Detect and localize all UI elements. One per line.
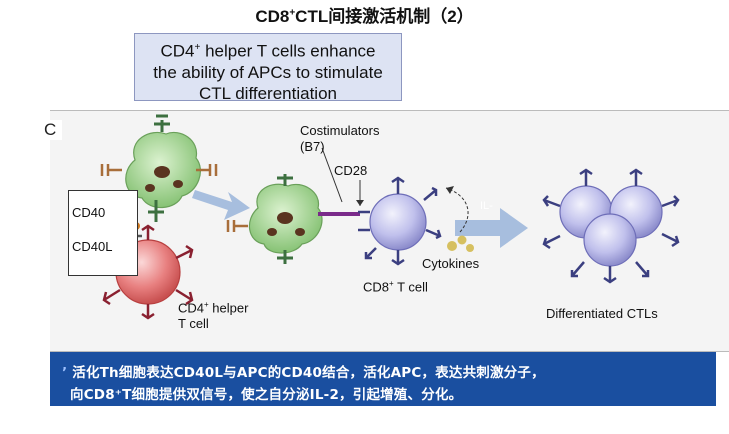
- panel-letter: C: [44, 120, 62, 140]
- autocrine-arrow: [445, 187, 469, 233]
- slide-title: CD8+CTL间接激活机制（2）: [255, 7, 474, 26]
- process-arrow-1: [192, 190, 250, 220]
- cytokine-dots: [447, 235, 474, 252]
- label-cd4-helper: CD4+ helper: [178, 300, 249, 316]
- callout-line-1: CD4+ helper T cells enhance: [160, 41, 376, 61]
- differentiated-ctl-cluster: [542, 168, 680, 284]
- label-cytokines: Cytokines: [422, 256, 480, 271]
- process-arrow-2: [455, 208, 528, 248]
- caption-bullet: ’: [62, 365, 68, 381]
- label-b7: (B7): [300, 139, 325, 154]
- cd40-label-box: [68, 190, 138, 276]
- callout-box: CD4+ helper T cells enhance the ability …: [134, 33, 402, 103]
- callout-line-2: the ability of APCs to stimulate: [153, 62, 383, 82]
- caption-bar: [50, 352, 716, 406]
- label-cd8-t-cell: CD8+ T cell: [363, 279, 428, 295]
- label-costimulators: Costimulators: [300, 123, 380, 138]
- cd8-t-cell: [358, 176, 442, 266]
- label-differentiated-ctls: Differentiated CTLs: [546, 306, 658, 321]
- label-cd40l: CD40L: [72, 239, 113, 254]
- caption-line-2: 向CD8⁺T细胞提供双信号，使之自分泌IL-2，引起增殖、分化。: [70, 387, 463, 403]
- callout-line-3: CTL differentiation: [199, 83, 337, 103]
- caption-line-1: ’ 活化Th细胞表达CD40L与APC的CD40结合，活化APC，表达共刺激分子…: [62, 365, 545, 381]
- label-il: IL-: [480, 200, 493, 212]
- label-cd40: CD40: [72, 205, 106, 220]
- label-t-cell: T cell: [178, 316, 209, 331]
- label-cd28: CD28: [334, 163, 368, 178]
- b7-cd28-pointer: [321, 147, 343, 203]
- apc-cell-middle: [226, 174, 323, 264]
- apc-cell-left: [100, 114, 218, 230]
